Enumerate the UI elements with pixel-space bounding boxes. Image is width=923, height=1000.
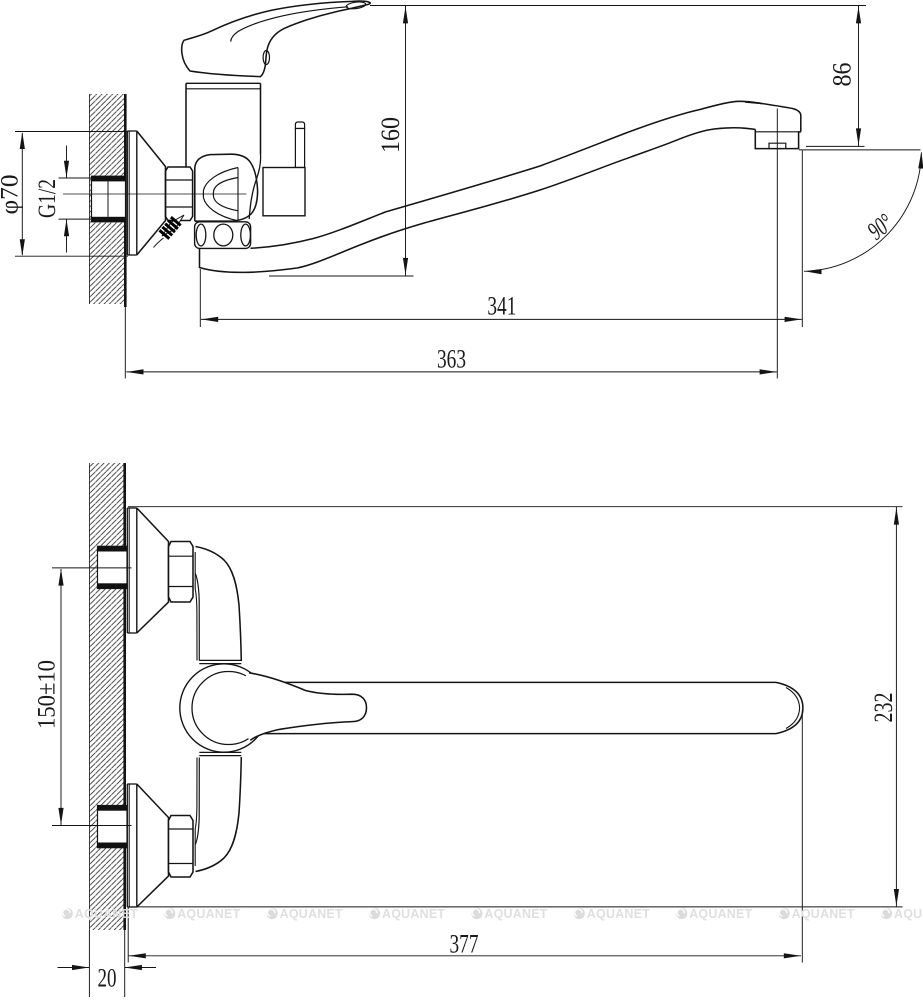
- svg-text:AQUANET: AQUANET: [587, 907, 650, 921]
- svg-text:AQUANET: AQUANET: [792, 907, 855, 921]
- svg-text:232: 232: [869, 693, 898, 723]
- svg-text:341: 341: [487, 292, 516, 321]
- svg-text:377: 377: [450, 930, 479, 959]
- svg-text:160: 160: [376, 117, 405, 153]
- svg-text:AQUANET: AQUANET: [484, 907, 547, 921]
- svg-text:AQUANET: AQUANET: [280, 907, 343, 921]
- svg-text:AQUANET: AQUANET: [382, 907, 445, 921]
- svg-text:G1/2: G1/2: [34, 179, 61, 218]
- svg-text:20: 20: [98, 964, 117, 993]
- svg-text:AQUANET: AQUANET: [177, 907, 240, 921]
- svg-text:AQUANET: AQUANET: [75, 907, 138, 921]
- svg-text:AQUANET: AQUANET: [689, 907, 752, 921]
- svg-text:AQUANET: AQUANET: [894, 907, 923, 921]
- svg-text:86: 86: [828, 63, 857, 87]
- svg-text:φ70: φ70: [0, 175, 24, 215]
- svg-text:363: 363: [437, 345, 466, 374]
- svg-text:150±10: 150±10: [34, 660, 61, 729]
